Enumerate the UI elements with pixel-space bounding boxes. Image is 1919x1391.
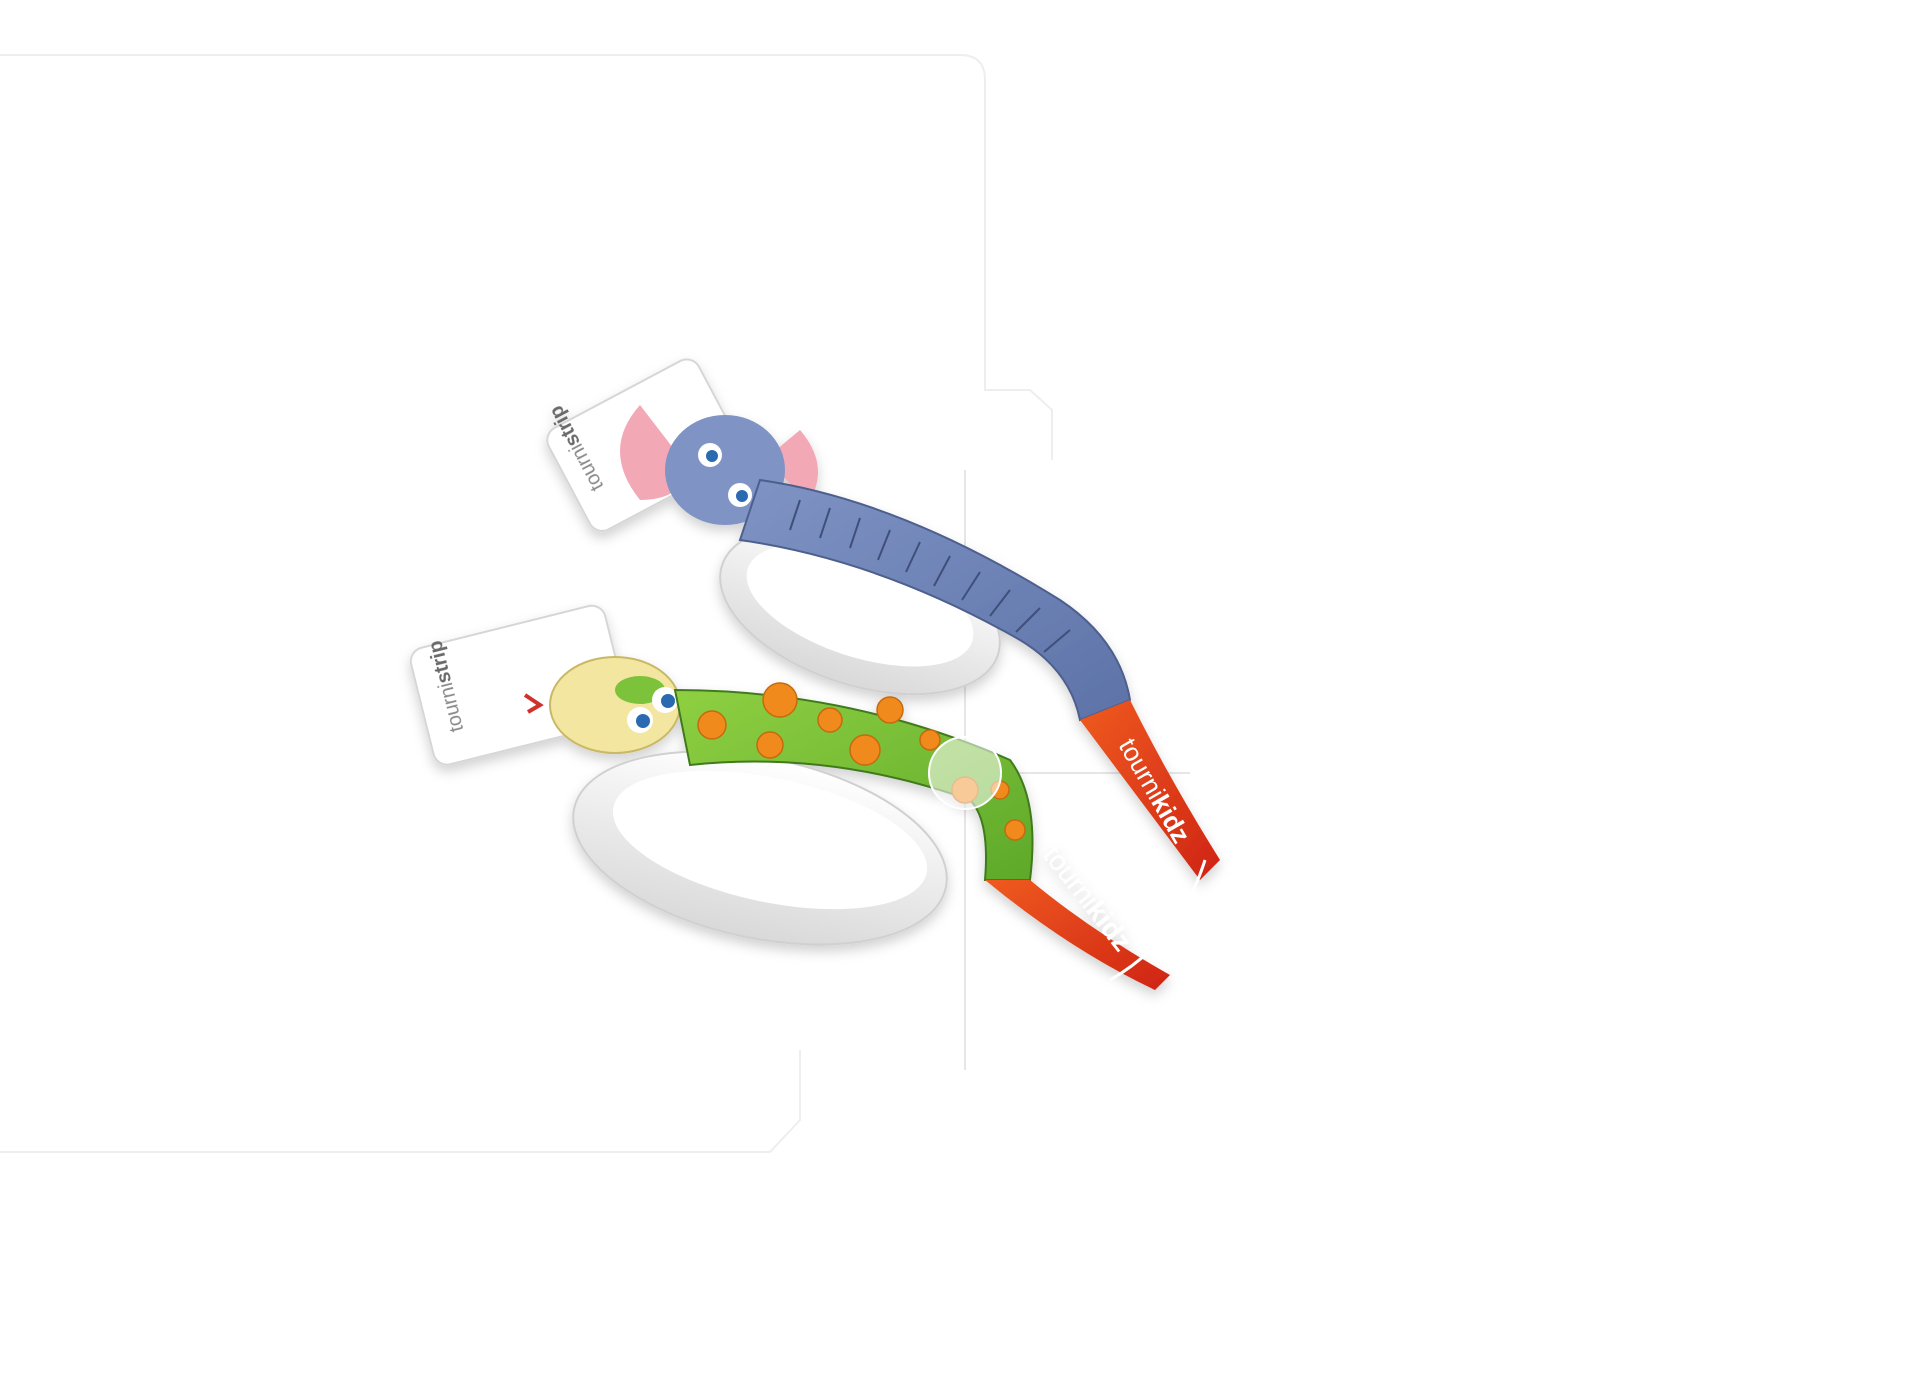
highlight-arc xyxy=(1109,859,1207,982)
highlight-circle xyxy=(928,736,1002,810)
elephant-tail xyxy=(1080,700,1220,880)
panel-outline xyxy=(0,54,1053,1153)
snake-tail xyxy=(985,880,1170,990)
elephant-strip: tournistrip tournikidz xyxy=(545,358,1220,880)
snake-head xyxy=(523,656,681,754)
snake-strip: tournistrip tournikidz xyxy=(409,604,1170,990)
